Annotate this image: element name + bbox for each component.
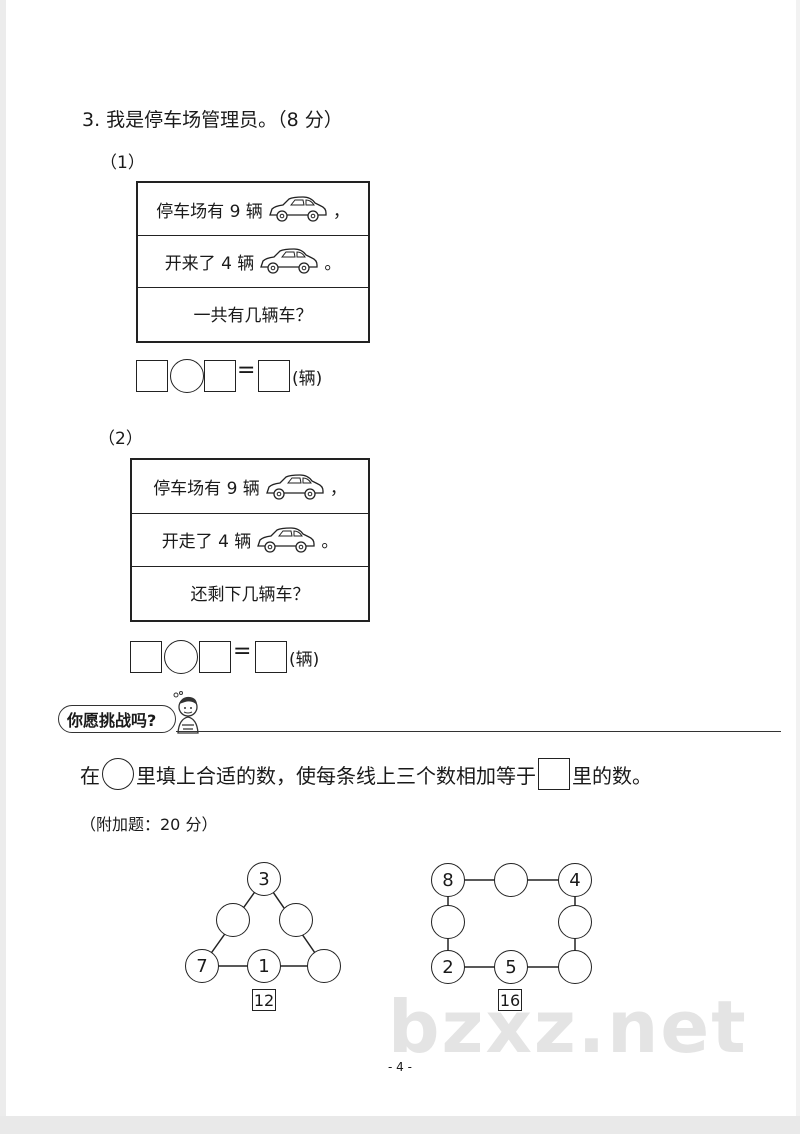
part2-row-1: 停车场有 9 辆 ， [132,460,368,514]
part2-row1-text: 停车场有 9 辆 [153,479,260,499]
part2-answer-box-2[interactable] [199,641,231,673]
page-right-edge [796,0,800,1134]
part1-unit: (辆) [292,369,323,389]
part1-answer-box-2[interactable] [204,360,236,392]
car-icon [268,196,327,222]
instruction-part-a: 在 [80,763,100,788]
part1-answer-box-result[interactable] [258,360,290,392]
instruction-part-c: 里的数。 [572,763,652,788]
question-title: 3. 我是停车场管理员。（8 分） [82,109,343,131]
challenge-underline [176,731,781,732]
part2-answer-box-result[interactable] [255,641,287,673]
part2-row-2: 开走了 4 辆 。 [132,513,368,567]
page-number: - 4 - [388,1060,412,1074]
part1-card: 停车场有 9 辆 ， 开来了 4 辆 。 一共有几辆车？ [136,181,370,343]
square-node-bottom-right[interactable] [558,950,592,984]
triangle-node-bottom-mid: 1 [247,949,281,983]
page-bottom-edge [0,1116,800,1134]
instruction-part-b: 里填上合适的数，使每条线上三个数相加等于 [136,763,536,788]
part1-label: （1） [100,153,145,173]
triangle-node-mid-left[interactable] [216,903,250,937]
part2-operator-circle[interactable] [164,640,198,674]
square-node-top-left: 8 [431,863,465,897]
part1-answer-box-1[interactable] [136,360,168,392]
part1-row3-text: 一共有几辆车？ [193,305,313,326]
part1-row2-text: 开来了 4 辆 [164,253,255,274]
square-node-mid-right[interactable] [558,905,592,939]
part2-label: （2） [98,429,143,449]
part1-row1-punct: ， [332,201,350,222]
part2-row3-text: 还剩下几辆车？ [190,584,310,605]
square-node-top-mid[interactable] [494,863,528,897]
square-node-bottom-mid: 5 [494,950,528,984]
instruction-circle-icon [102,758,134,790]
car-icon [265,473,324,500]
square-target-box: 16 [498,989,522,1011]
square-node-bottom-left: 2 [431,950,465,984]
triangle-node-bottom-right[interactable] [307,949,341,983]
part2-equals-sign: = [233,639,252,664]
part2-card: 停车场有 9 辆 ， 开走了 4 辆 。 还剩下几辆车？ [130,458,370,622]
part2-row-3: 还剩下几辆车？ [132,566,368,618]
extra-points-note: （附加题：20 分） [80,815,218,834]
triangle-node-mid-right[interactable] [279,903,313,937]
part2-row2-text: 开走了 4 辆 [161,532,252,552]
thinking-boy-icon [173,691,199,734]
page-left-edge [0,0,6,1134]
challenge-label: 你愿挑战吗? [58,705,176,733]
challenge-instruction: 在 里填上合适的数，使每条线上三个数相加等于 里的数。 [80,758,652,790]
watermark: bzxz.net [388,985,748,1069]
part1-equals-sign: = [237,358,256,383]
instruction-box-icon [538,758,570,790]
part1-operator-circle[interactable] [170,359,204,393]
part2-unit: (辆) [289,650,320,670]
part2-answer-box-1[interactable] [130,641,162,673]
square-node-mid-left[interactable] [431,905,465,939]
triangle-node-top: 3 [247,862,281,896]
part1-row1-text: 停车场有 9 辆 [156,201,263,222]
part1-row2-punct: 。 [324,253,342,274]
square-node-top-right: 4 [558,863,592,897]
part2-row1-punct: ， [329,479,347,499]
car-icon [260,248,318,274]
triangle-target-box: 12 [252,989,276,1011]
car-icon [257,526,315,553]
part2-row2-punct: 。 [321,532,339,552]
triangle-node-bottom-left: 7 [185,949,219,983]
part1-row-1: 停车场有 9 辆 ， [138,183,368,236]
part1-row-3: 一共有几辆车？ [138,287,368,339]
part1-row-2: 开来了 4 辆 。 [138,235,368,288]
